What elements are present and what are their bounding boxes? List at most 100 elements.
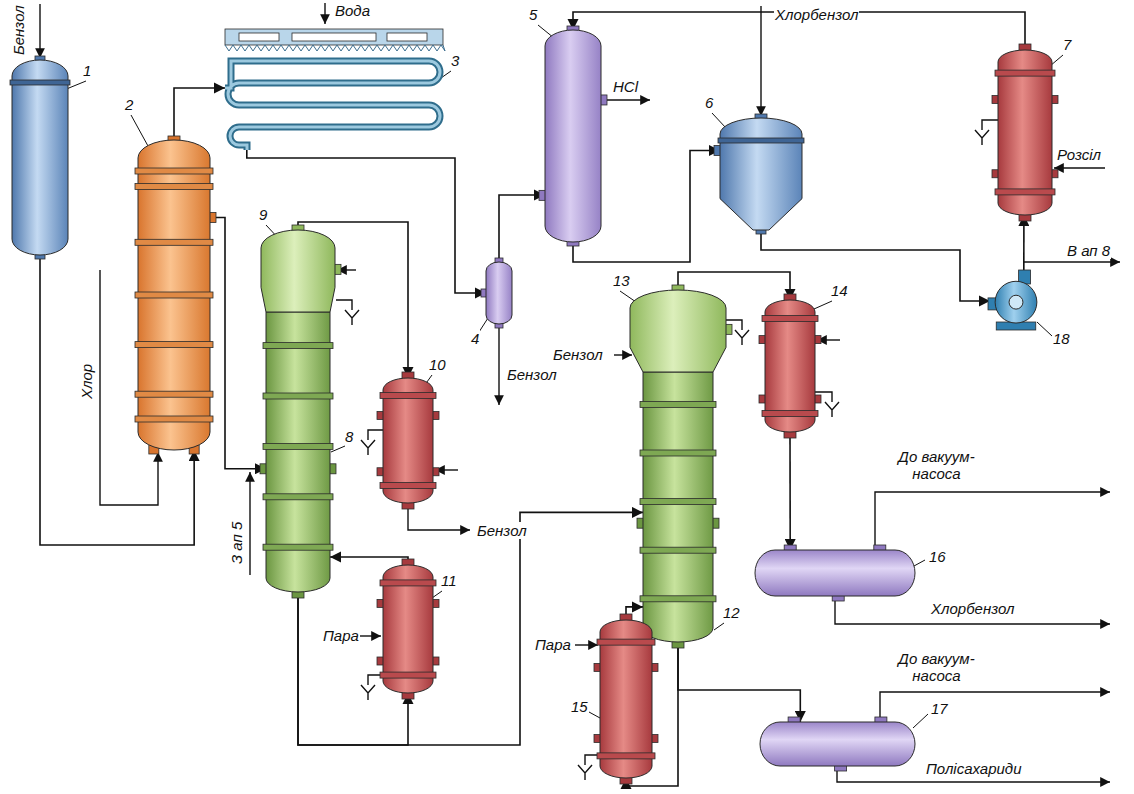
leader-line xyxy=(131,115,148,146)
flange xyxy=(640,547,716,553)
pump-casing xyxy=(995,281,1037,323)
process-pipe xyxy=(789,432,791,550)
flange xyxy=(135,416,213,422)
equipment-unit: 14 xyxy=(765,300,815,432)
stream-label: Бензол xyxy=(10,4,27,56)
process-pipe xyxy=(298,512,643,745)
stream-arrow xyxy=(1024,261,1120,262)
flange xyxy=(263,343,333,349)
equipment-unit: 18 xyxy=(990,272,1042,330)
equipment-drawing xyxy=(765,300,815,432)
flange xyxy=(263,393,333,399)
storage-tank xyxy=(12,60,68,255)
equipment-drawing xyxy=(261,230,335,312)
stream-arrow xyxy=(835,598,1110,624)
stream-label: HCl xyxy=(612,78,639,95)
stream-label: До вакуум- насоса xyxy=(888,448,985,482)
leader-line xyxy=(1037,322,1052,336)
water-trough xyxy=(225,29,443,45)
callout-number: 14 xyxy=(830,282,849,299)
stream-arrow xyxy=(601,99,650,100)
equipment-drawing xyxy=(383,565,433,693)
stream-arrow xyxy=(249,472,250,575)
trough-window xyxy=(292,33,376,41)
leader-line xyxy=(712,113,726,128)
equipment-unit: 2 xyxy=(138,140,210,450)
column-head xyxy=(630,290,726,372)
equipment-drawing xyxy=(630,290,726,372)
equipment-drawing xyxy=(760,722,915,766)
equipment-drawing xyxy=(755,550,915,596)
leader-line xyxy=(914,560,925,566)
neutraliser-vessel xyxy=(720,118,802,230)
equipment-drawing xyxy=(998,50,1052,215)
equipment-drawing xyxy=(486,262,512,324)
flange xyxy=(640,450,716,456)
stream-arrow xyxy=(1054,167,1105,168)
callout-number: 6 xyxy=(704,94,714,111)
stream-arrow xyxy=(324,3,325,24)
stream-label: Бензол xyxy=(506,366,558,383)
process-pipe xyxy=(174,88,225,140)
stream-arrow xyxy=(498,326,499,405)
callout-number: 12 xyxy=(722,604,741,621)
receiver-tank xyxy=(755,550,915,596)
equipment-drawing xyxy=(600,620,652,778)
equipment-unit: 17 xyxy=(760,722,915,766)
callout-number: 9 xyxy=(258,206,268,223)
callout-number: 4 xyxy=(470,330,480,347)
flange xyxy=(263,443,333,449)
equipment-drawing xyxy=(12,60,68,255)
absorber-column xyxy=(545,30,601,242)
flange xyxy=(597,753,655,759)
process-pipe xyxy=(678,642,800,722)
stream-label: В ап 8 xyxy=(1066,242,1111,259)
flange xyxy=(597,639,655,645)
drain-line xyxy=(982,120,998,130)
stream-label: Бензол xyxy=(552,346,604,363)
equipment-unit: 7 xyxy=(998,50,1052,215)
spray-edge xyxy=(225,45,445,51)
callout-number: 13 xyxy=(612,272,631,289)
stream-label: Бензол xyxy=(476,522,528,539)
stream-label: Хлор xyxy=(78,363,95,400)
equipment-unit: 4 xyxy=(486,262,512,324)
drain-funnel xyxy=(361,440,375,455)
process-pipe xyxy=(1023,215,1025,272)
trough-window xyxy=(387,33,427,41)
leader-line xyxy=(714,623,724,630)
leader-line xyxy=(589,712,600,718)
leader-line xyxy=(620,291,636,302)
flange xyxy=(640,596,716,602)
flange xyxy=(135,184,213,190)
stream-label: Пара xyxy=(534,636,572,653)
flange xyxy=(380,393,436,399)
drain-funnel xyxy=(825,402,839,417)
drain-funnel xyxy=(975,130,989,145)
leader-line xyxy=(913,714,928,728)
drain-line xyxy=(368,430,383,440)
pump-hub xyxy=(1009,295,1023,309)
stream-arrow xyxy=(880,692,1110,720)
equipment-unit: 9 xyxy=(261,230,335,312)
callout-number: 8 xyxy=(344,428,354,445)
flange xyxy=(995,189,1055,195)
callout-number: 15 xyxy=(570,698,589,715)
drain-funnel xyxy=(735,330,749,345)
stream-label: Пара xyxy=(322,627,360,644)
leader-line xyxy=(814,301,832,309)
equipment-drawing xyxy=(720,118,802,230)
stream-label: Хлорбензол xyxy=(930,600,1015,617)
stream-label: Полісахариди xyxy=(925,760,1023,777)
flange xyxy=(10,80,70,85)
flange xyxy=(640,401,716,407)
stream-label: Розсіл xyxy=(1056,146,1102,163)
flange xyxy=(718,138,804,143)
equipment-unit: 12 xyxy=(643,372,713,642)
stream-arrow xyxy=(408,505,470,530)
receiver-tank xyxy=(760,722,915,766)
callout-number: 11 xyxy=(440,572,458,589)
stream-arrow xyxy=(614,354,632,355)
cooling-coil xyxy=(225,61,440,150)
flange xyxy=(640,499,716,505)
